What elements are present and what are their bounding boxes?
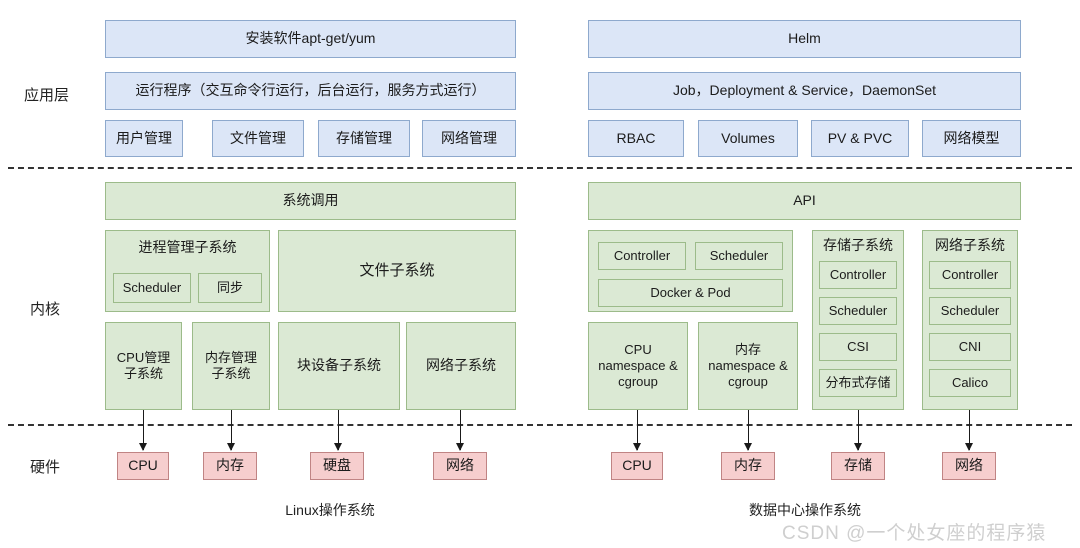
right-app-helm[interactable]: Helm <box>588 20 1021 58</box>
arrow-right-storage <box>854 410 862 451</box>
right-kernel-controller[interactable]: Controller <box>598 242 686 270</box>
left-kernel-sync[interactable]: 同步 <box>198 273 262 303</box>
arrow-left-network <box>456 410 464 451</box>
right-hw-network[interactable]: 网络 <box>942 452 996 480</box>
csdn-watermark: CSDN @一个处女座的程序猿 <box>782 523 1047 544</box>
left-app-install-software[interactable]: 安装软件apt-get/yum <box>105 20 516 58</box>
caption-left: Linux操作系统 <box>285 502 375 518</box>
right-kernel-network-cni[interactable]: CNI <box>929 333 1011 361</box>
row-label-hardware: 硬件 <box>30 459 61 476</box>
right-kernel-storage-controller[interactable]: Controller <box>819 261 897 289</box>
arrow-right-cpu <box>633 410 641 451</box>
right-kernel-scheduler[interactable]: Scheduler <box>695 242 783 270</box>
left-kernel-file-subsystem[interactable]: 文件子系统 <box>278 230 516 312</box>
right-kernel-docker-pod[interactable]: Docker & Pod <box>598 279 783 307</box>
right-app-rbac[interactable]: RBAC <box>588 120 684 157</box>
arrow-left-cpu <box>139 410 147 451</box>
left-app-user-management[interactable]: 用户管理 <box>105 120 183 157</box>
right-kernel-network-controller[interactable]: Controller <box>929 261 1011 289</box>
divider-kernel-hardware <box>8 424 1072 426</box>
left-kernel-system-call[interactable]: 系统调用 <box>105 182 516 220</box>
row-label-application: 应用层 <box>24 87 70 104</box>
left-kernel-process-group-title: 进程管理子系统 <box>138 239 237 255</box>
left-kernel-cpu-subsystem[interactable]: CPU管理 子系统 <box>105 322 182 410</box>
left-app-file-management[interactable]: 文件管理 <box>212 120 304 157</box>
right-kernel-cpu-namespace[interactable]: CPU namespace & cgroup <box>588 322 688 410</box>
right-kernel-network-group-title: 网络子系统 <box>935 237 1005 253</box>
right-app-network-model[interactable]: 网络模型 <box>922 120 1021 157</box>
right-kernel-memory-namespace[interactable]: 内存 namespace & cgroup <box>698 322 798 410</box>
left-app-run-program[interactable]: 运行程序（交互命令行运行，后台运行，服务方式运行） <box>105 72 516 110</box>
left-kernel-memory-subsystem[interactable]: 内存管理 子系统 <box>192 322 270 410</box>
divider-application-kernel <box>8 167 1072 169</box>
left-hw-disk[interactable]: 硬盘 <box>310 452 364 480</box>
right-kernel-network-calico[interactable]: Calico <box>929 369 1011 397</box>
right-app-pv-pvc[interactable]: PV & PVC <box>811 120 909 157</box>
right-kernel-storage-group-title: 存储子系统 <box>823 237 893 253</box>
right-kernel-storage-csi[interactable]: CSI <box>819 333 897 361</box>
left-kernel-block-device-subsystem[interactable]: 块设备子系统 <box>278 322 400 410</box>
right-app-workloads[interactable]: Job，Deployment & Service，DaemonSet <box>588 72 1021 110</box>
right-hw-storage[interactable]: 存储 <box>831 452 885 480</box>
arrow-left-memory <box>227 410 235 451</box>
left-app-storage-management[interactable]: 存储管理 <box>318 120 410 157</box>
left-kernel-scheduler[interactable]: Scheduler <box>113 273 191 303</box>
left-hw-memory[interactable]: 内存 <box>203 452 257 480</box>
right-kernel-api[interactable]: API <box>588 182 1021 220</box>
right-kernel-storage-scheduler[interactable]: Scheduler <box>819 297 897 325</box>
right-app-volumes[interactable]: Volumes <box>698 120 798 157</box>
left-kernel-network-subsystem[interactable]: 网络子系统 <box>406 322 516 410</box>
right-hw-cpu[interactable]: CPU <box>611 452 663 480</box>
right-kernel-storage-distributed[interactable]: 分布式存储 <box>819 369 897 397</box>
caption-right: 数据中心操作系统 <box>749 502 861 518</box>
left-hw-cpu[interactable]: CPU <box>117 452 169 480</box>
right-hw-memory[interactable]: 内存 <box>721 452 775 480</box>
arrow-left-disk <box>334 410 342 451</box>
row-label-kernel: 内核 <box>30 301 61 318</box>
arrow-right-network <box>965 410 973 451</box>
left-app-network-management[interactable]: 网络管理 <box>422 120 516 157</box>
left-hw-network[interactable]: 网络 <box>433 452 487 480</box>
right-kernel-network-scheduler[interactable]: Scheduler <box>929 297 1011 325</box>
arrow-right-memory <box>744 410 752 451</box>
